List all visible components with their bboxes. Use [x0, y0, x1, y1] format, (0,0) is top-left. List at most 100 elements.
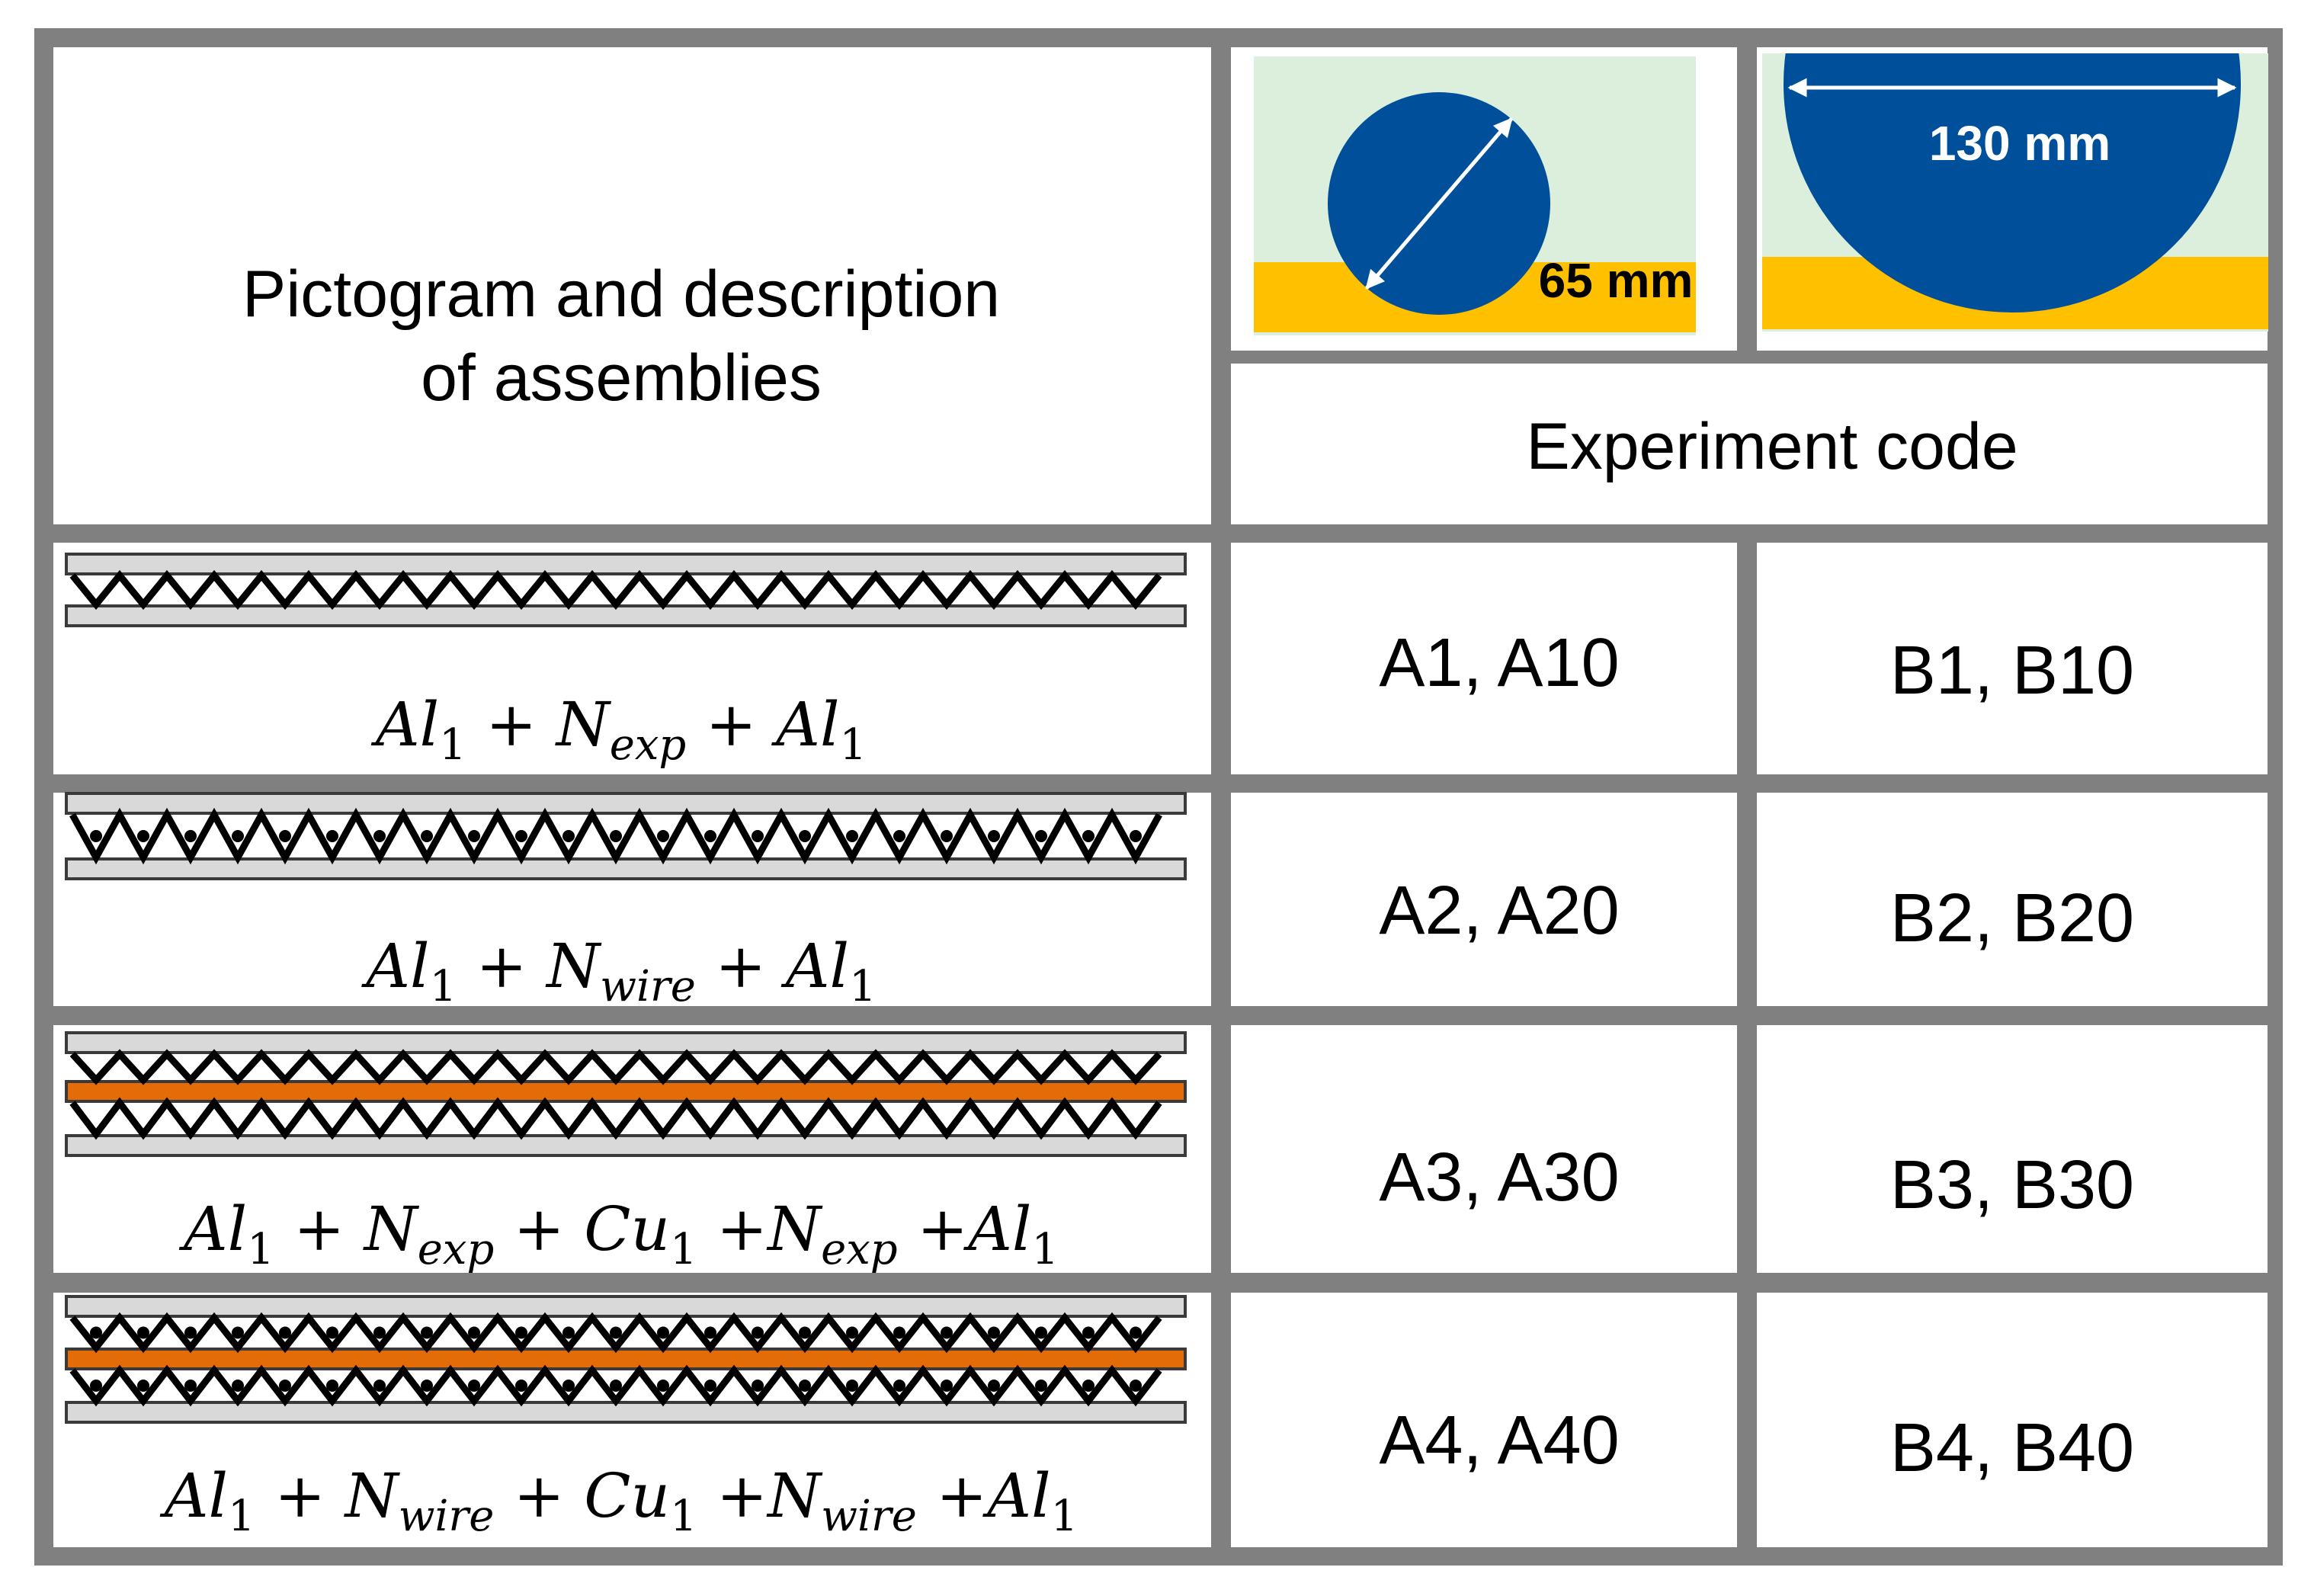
experiment-code-a: A4, A40: [1379, 1402, 1619, 1479]
wire-dot: [562, 1326, 575, 1339]
expanded-mesh-layer: [69, 1097, 1162, 1140]
wire-dot: [1035, 1326, 1047, 1339]
aluminium-plate: [65, 792, 1187, 815]
wire-dot: [137, 1326, 149, 1339]
wire-dot: [279, 1326, 291, 1339]
aluminium-plate: [65, 1295, 1187, 1318]
wire-dot: [988, 1380, 1000, 1392]
experiment-code-a: A1, A10: [1379, 625, 1619, 701]
wire-dot: [1130, 1380, 1142, 1392]
aluminium-plate: [65, 1401, 1187, 1424]
formula-subscript: wire: [399, 1492, 495, 1541]
sample-a-diameter-arrow: [1365, 117, 1513, 290]
code-b-cell: [1757, 793, 2268, 1006]
wire-dot: [468, 830, 480, 842]
wire-dot: [373, 830, 386, 842]
wire-dot: [1130, 830, 1142, 842]
wire-dot: [1082, 830, 1095, 842]
wire-dot: [610, 1380, 622, 1392]
code-b-cell: [1757, 1025, 2268, 1273]
wire-dot: [421, 1380, 433, 1392]
wire-dot: [704, 830, 716, 842]
code-a-cell: [1231, 1293, 1737, 1547]
wire-dot: [893, 1326, 905, 1339]
wire-dot: [1130, 1326, 1142, 1339]
wire-mesh-layer: [69, 807, 1162, 865]
formula-term: + Cu: [494, 1460, 670, 1531]
formula-term: +Al: [917, 1460, 1051, 1531]
formula-term: + Al: [686, 689, 839, 760]
wire-dot: [846, 1326, 858, 1339]
sample-a-pictogram: 65 mm: [1254, 56, 1696, 335]
wire-dot: [326, 1326, 338, 1339]
wire-dot: [846, 1380, 858, 1392]
wire-dot: [562, 1380, 575, 1392]
wire-dot: [468, 1326, 480, 1339]
experiment-code-a: A2, A20: [1379, 873, 1619, 949]
formula-subscript: exp: [821, 1225, 898, 1274]
wire-dot: [90, 1380, 102, 1392]
formula-subscript: 1: [670, 1492, 697, 1541]
copper-plate: [65, 1080, 1187, 1103]
wire-dot: [90, 830, 102, 842]
sample-b-disc: [1784, 53, 2241, 312]
wire-dot: [610, 830, 622, 842]
wire-dot: [421, 830, 433, 842]
wire-dot: [752, 830, 764, 842]
experiment-code-b: B1, B10: [1890, 633, 2134, 709]
formula-subscript: 1: [1031, 1225, 1059, 1274]
aluminium-plate: [65, 1134, 1187, 1157]
wire-dot: [846, 830, 858, 842]
code-a-cell: [1231, 1025, 1737, 1273]
experiment-code-label: Experiment code: [1526, 410, 2018, 483]
assembly-formula: Al1 + Nwire + Al1: [361, 931, 877, 1011]
wire-dot: [90, 1326, 102, 1339]
assembly-formula: Al1 + Nexp + Cu1 +Nexp +Al1: [178, 1194, 1059, 1274]
formula-subscript: exp: [610, 720, 687, 770]
wire-dot: [184, 1326, 197, 1339]
assembly-formula: Al1 + Nexp + Al1: [370, 689, 867, 770]
sample-a-size-label: 65 mm: [1539, 253, 1694, 308]
assembly-pictogram: [65, 792, 1187, 880]
wire-dot: [752, 1326, 764, 1339]
wire-dot: [1082, 1326, 1095, 1339]
wire-dot: [468, 1380, 480, 1392]
assembly-pictogram: [65, 1295, 1187, 1424]
formula-term: Al: [159, 1460, 228, 1531]
formula-subscript: exp: [418, 1225, 495, 1274]
formula-term: Al: [370, 689, 439, 760]
code-b-cell: [1757, 1293, 2268, 1547]
wire-dot: [799, 1326, 811, 1339]
assembly-pictogram: [65, 553, 1187, 627]
wire-dot: [610, 1326, 622, 1339]
formula-subscript: 1: [670, 1225, 697, 1274]
wire-dot: [421, 1326, 433, 1339]
wire-dot: [137, 1380, 149, 1392]
wire-dot: [1035, 830, 1047, 842]
wire-dot: [941, 1380, 953, 1392]
wire-dot: [657, 1380, 669, 1392]
aluminium-plate: [65, 857, 1187, 880]
formula-term: +N: [697, 1194, 823, 1264]
wire-dot: [657, 1326, 669, 1339]
wire-dot: [515, 830, 527, 842]
formula-subscript: 1: [439, 720, 466, 770]
wire-dot: [562, 830, 575, 842]
formula-term: + N: [457, 931, 602, 1002]
wire-mesh-layer: [69, 1364, 1162, 1407]
formula-subscript: 1: [228, 1492, 255, 1541]
wire-dot: [184, 1380, 197, 1392]
code-b-cell: [1757, 543, 2268, 774]
wire-dot: [1082, 1380, 1095, 1392]
wire-dot: [515, 1326, 527, 1339]
code-a-cell: [1231, 543, 1737, 774]
wire-dot: [373, 1380, 386, 1392]
wire-dot: [799, 1380, 811, 1392]
wire-dot: [1035, 1380, 1047, 1392]
expanded-mesh-layer: [69, 569, 1162, 611]
wire-dot: [373, 1326, 386, 1339]
